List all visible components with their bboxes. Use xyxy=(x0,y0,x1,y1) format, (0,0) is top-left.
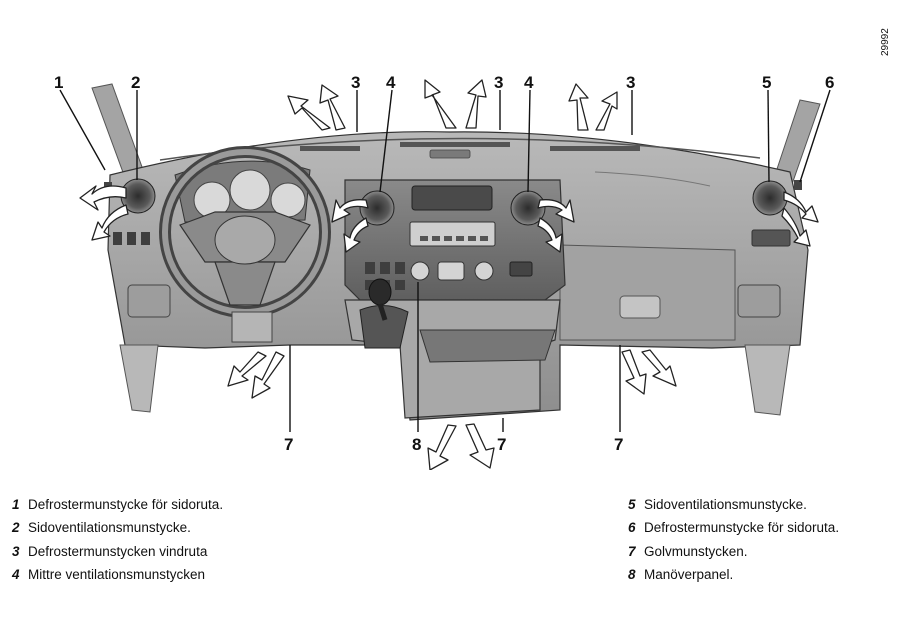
legend-text: Mittre ventilationsmunstycken xyxy=(28,567,206,583)
gear-boot xyxy=(359,305,409,349)
callout-3-center: 3 xyxy=(494,73,503,92)
left-door-sill xyxy=(119,344,159,413)
callout-6: 6 xyxy=(825,73,834,92)
center-vent-left xyxy=(359,190,395,226)
legend-text: Defrostermunstycke för sidoruta. xyxy=(644,520,840,536)
legend-text: Manöverpanel. xyxy=(644,567,734,583)
legend-number: 1 xyxy=(12,497,20,512)
legend-number: 8 xyxy=(628,567,636,583)
legend-left: 1 Defrostermunstycke för sidoruta. 2 Sidov… xyxy=(12,493,223,587)
airflow-arrows-floor xyxy=(227,349,677,470)
dashboard-illustration: 1 2 3 4 3 4 3 5 6 7 8 7 7 xyxy=(54,73,834,470)
radio-unit xyxy=(409,221,496,247)
callout-4-left: 4 xyxy=(386,73,396,92)
legend-number: 5 xyxy=(628,497,636,512)
callout-1: 1 xyxy=(54,73,63,92)
callout-3-right: 3 xyxy=(626,73,635,92)
legend-item: 2 Sidoventilationsmunstycke. xyxy=(12,516,223,539)
callout-7-left: 7 xyxy=(284,435,293,454)
windscreen-defrost-vent-center xyxy=(400,142,510,147)
right-lower-storage xyxy=(737,284,781,318)
legend-number: 2 xyxy=(12,520,20,536)
center-top-display-slot xyxy=(429,149,471,159)
legend-right: 5 Sidoventilationsmunstycke. 6 Defrostermu… xyxy=(628,493,839,587)
legend-item: 8 Manöverpanel. xyxy=(628,563,839,586)
legend-text: Sidoventilationsmunstycke. xyxy=(28,520,191,536)
legend-item: 5 Sidoventilationsmunstycke. xyxy=(628,493,839,516)
windscreen-defrost-vent-right xyxy=(550,146,640,151)
windscreen-defrost-vent-left xyxy=(300,146,360,151)
legend-number: 3 xyxy=(12,543,20,559)
right-upper-storage xyxy=(751,229,791,247)
legend-number: 6 xyxy=(628,520,636,536)
callout-4-right: 4 xyxy=(524,73,534,92)
airflow-arrows-side xyxy=(79,185,819,247)
steering-column xyxy=(231,311,273,343)
legend-number: 7 xyxy=(628,543,636,559)
radio-display xyxy=(411,185,493,211)
callout-7-right: 7 xyxy=(614,435,623,454)
legend-item: 1 Defrostermunstycke för sidoruta. xyxy=(12,493,223,516)
legend-item: 7 Golvmunstycken. xyxy=(628,540,839,563)
legend-item: 4 Mittre ventilationsmunstycken xyxy=(12,563,223,586)
cup-holder-tray xyxy=(419,329,556,363)
left-switch-panel xyxy=(113,232,150,245)
legend-item: 6 Defrostermunstycke för sidoruta. xyxy=(628,516,839,539)
callout-3-left: 3 xyxy=(351,73,360,92)
instrument-gauges xyxy=(193,169,306,219)
legend-text: Defrostermunstycken vindruta xyxy=(28,543,208,559)
callout-2: 2 xyxy=(131,73,140,92)
side-vent-right xyxy=(752,180,788,216)
callout-8: 8 xyxy=(412,435,421,454)
passenger-dash-panel xyxy=(559,244,736,341)
right-door-sill xyxy=(744,344,791,416)
radio-buttons xyxy=(420,236,488,241)
airflow-arrows-center xyxy=(331,199,575,253)
climate-control-panel xyxy=(410,261,494,281)
power-outlet xyxy=(509,261,533,277)
legend-text: Defrostermunstycke för sidoruta. xyxy=(28,497,224,512)
legend-text: Sidoventilationsmunstycke. xyxy=(644,497,807,512)
side-window-defrost-right xyxy=(794,180,802,190)
leader-lines xyxy=(59,89,831,432)
left-lower-storage xyxy=(127,284,171,318)
airflow-arrows-windscreen xyxy=(287,79,618,131)
legend-number: 4 xyxy=(12,567,20,583)
callout-7-center: 7 xyxy=(497,435,506,454)
passenger-airbag-line xyxy=(594,171,711,187)
legend-text: Golvmunstycken. xyxy=(644,543,748,559)
legend-item: 3 Defrostermunstycken vindruta xyxy=(12,540,223,563)
callout-5: 5 xyxy=(762,73,771,92)
gear-knob xyxy=(368,278,392,306)
gear-stick xyxy=(377,303,388,321)
glovebox-handle xyxy=(619,295,661,319)
figure-id: 29992 xyxy=(880,28,891,56)
